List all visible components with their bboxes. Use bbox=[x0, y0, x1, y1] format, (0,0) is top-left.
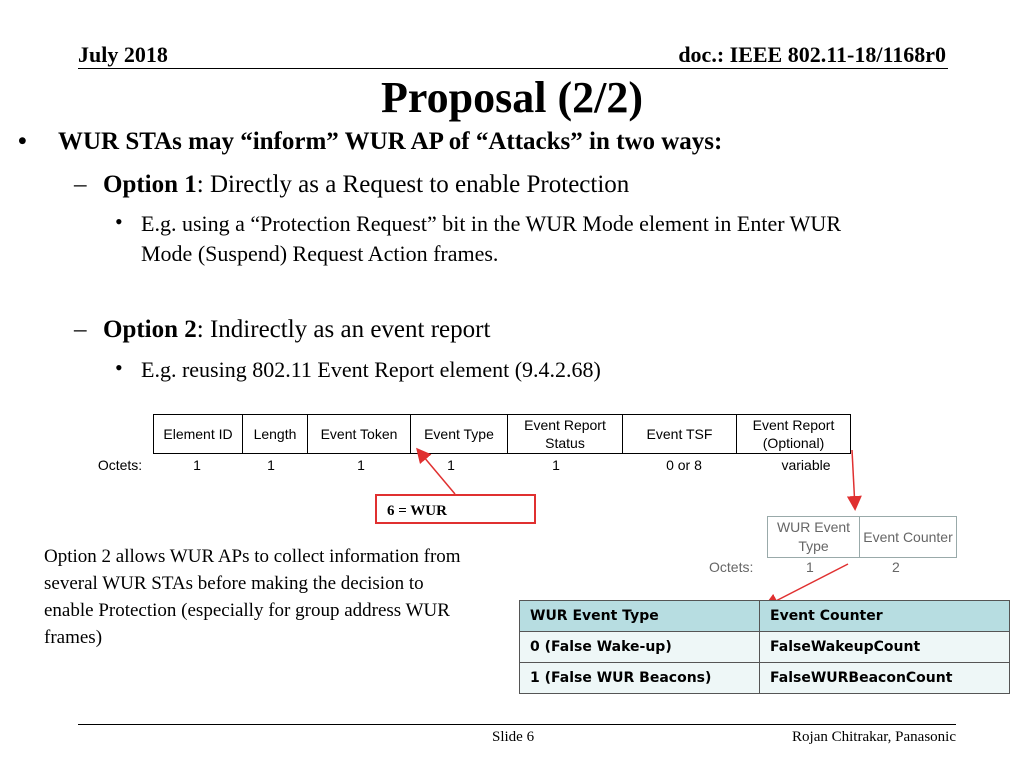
octet-value: 1 bbox=[357, 457, 365, 473]
wur-event-report-format: WUR Event Type Event Counter bbox=[767, 516, 957, 558]
event-type-wur-callout: 6 = WUR bbox=[375, 494, 536, 524]
field-element-id: Element ID bbox=[153, 414, 243, 454]
table-cell: FalseWakeupCount bbox=[759, 631, 1010, 663]
event-report-element-format: Element ID Length Event Token Event Type… bbox=[153, 414, 851, 454]
option2-dash: – bbox=[74, 316, 87, 343]
table-cell: 0 (False Wake-up) bbox=[519, 631, 760, 663]
option2-line: Option 2: Indirectly as an event report bbox=[103, 316, 490, 344]
table-header-cell: Event Counter bbox=[759, 600, 1010, 632]
option1-sub-line2: Mode (Suspend) Request Action frames. bbox=[141, 241, 499, 266]
field-event-report-optional: Event Report (Optional) bbox=[736, 414, 851, 454]
option2-label: Option 2 bbox=[103, 316, 197, 343]
option1-dash: – bbox=[74, 171, 87, 198]
field-event-token: Event Token bbox=[307, 414, 411, 454]
option2-sub-marker: • bbox=[115, 355, 123, 380]
option2-text: : Indirectly as an event report bbox=[196, 316, 491, 343]
field-wur-event-type: WUR Event Type bbox=[767, 516, 860, 558]
arrow-to-event-table bbox=[763, 563, 849, 608]
header-date: July 2018 bbox=[78, 42, 168, 67]
slide-number: Slide 6 bbox=[492, 729, 535, 745]
option1-sub-line1: E.g. using a “Protection Request” bit in… bbox=[141, 211, 841, 236]
footer-divider bbox=[78, 724, 956, 725]
table-row: 1 (False WUR Beacons) FalseWURBeaconCoun… bbox=[519, 662, 1010, 694]
option2-sub-line1: E.g. reusing 802.11 Event Report element… bbox=[141, 357, 601, 382]
small-field-row: WUR Event Type Event Counter bbox=[767, 516, 957, 558]
field-event-tsf: Event TSF bbox=[622, 414, 737, 454]
slide-title: Proposal (2/2) bbox=[381, 73, 643, 122]
small-octets-label: Octets: bbox=[709, 559, 754, 575]
option1-label: Option 1 bbox=[103, 171, 197, 198]
octet-value: 1 bbox=[193, 457, 201, 473]
small-octet-value: 1 bbox=[806, 559, 814, 575]
footer-author: Rojan Chitrakar, Panasonic bbox=[792, 729, 956, 745]
field-event-counter: Event Counter bbox=[859, 516, 957, 558]
main-bullet: WUR STAs may “inform” WUR AP of “Attacks… bbox=[58, 128, 723, 155]
bullet-marker: • bbox=[18, 128, 27, 155]
arrow-to-wur-report bbox=[846, 449, 862, 511]
table-header-cell: WUR Event Type bbox=[519, 600, 760, 632]
table-row: 0 (False Wake-up) FalseWakeupCount bbox=[519, 631, 1010, 663]
table-cell: 1 (False WUR Beacons) bbox=[519, 662, 760, 694]
option1-line: Option 1: Directly as a Request to enabl… bbox=[103, 171, 629, 199]
wur-event-type-table: WUR Event Type Event Counter 0 (False Wa… bbox=[519, 600, 1010, 694]
table-cell: FalseWURBeaconCount bbox=[759, 662, 1010, 694]
header-doc-id: doc.: IEEE 802.11-18/1168r0 bbox=[678, 42, 946, 67]
small-octet-value: 2 bbox=[892, 559, 900, 575]
octets-label: Octets: bbox=[97, 457, 143, 473]
field-length: Length bbox=[242, 414, 308, 454]
option2-note: Option 2 allows WUR APs to collect infor… bbox=[44, 546, 461, 648]
arrow-to-event-type bbox=[416, 447, 456, 495]
field-row: Element ID Length Event Token Event Type… bbox=[153, 414, 851, 454]
octet-value: variable bbox=[781, 457, 831, 473]
field-event-type: Event Type bbox=[410, 414, 508, 454]
table-header-row: WUR Event Type Event Counter bbox=[519, 600, 1010, 632]
octet-value: 1 bbox=[552, 457, 560, 473]
header-divider bbox=[78, 68, 948, 69]
option1-text: : Directly as a Request to enable Protec… bbox=[196, 171, 630, 198]
field-event-report-status: Event Report Status bbox=[507, 414, 623, 454]
octet-value: 1 bbox=[447, 457, 455, 473]
octet-value: 1 bbox=[267, 457, 275, 473]
option1-sub-marker: • bbox=[115, 209, 123, 234]
octet-value: 0 or 8 bbox=[666, 457, 702, 473]
